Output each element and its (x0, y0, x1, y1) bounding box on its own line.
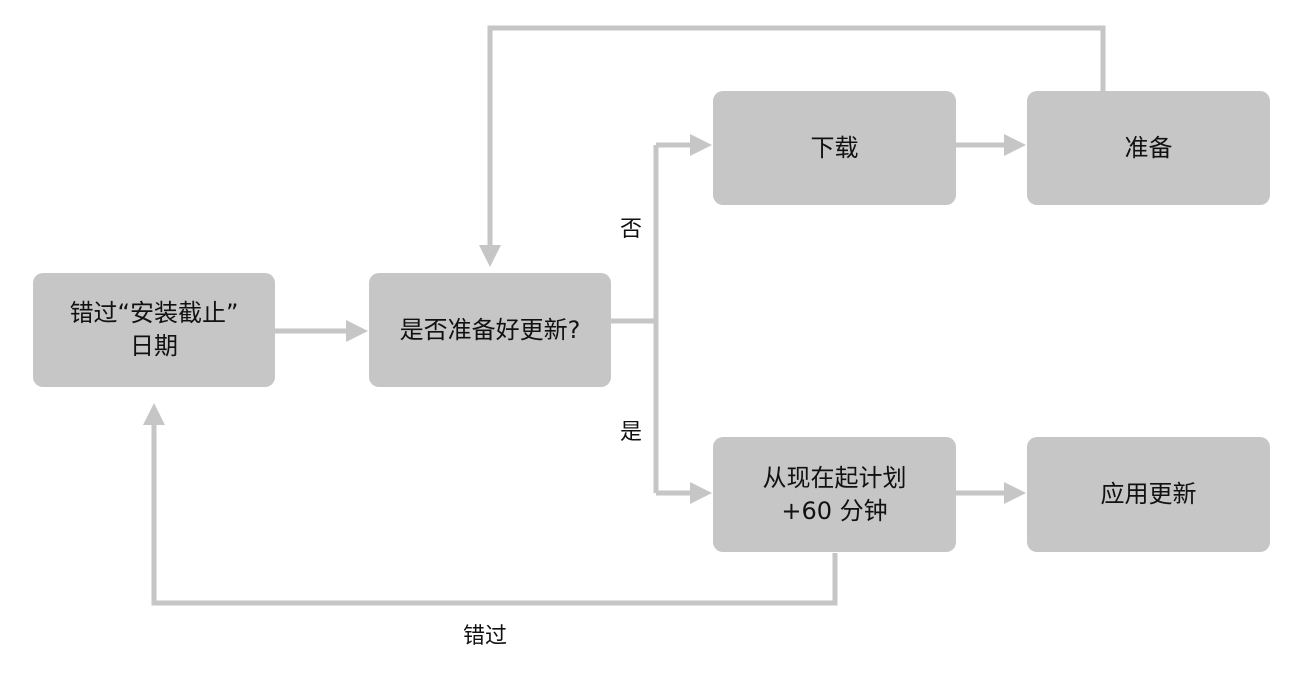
node-prepare-label: 准备 (1124, 133, 1173, 162)
node-schedule-line-2: +60 分钟 (781, 496, 888, 525)
arrowhead-to-schedule (690, 482, 712, 504)
arrowhead-to-ready (346, 320, 368, 342)
connector-prepare-loop (487, 25, 1106, 249)
node-download: 下载 (713, 91, 956, 205)
arrowhead-to-prepare (1004, 134, 1026, 156)
node-schedule: 从现在起计划 +60 分钟 (713, 437, 956, 552)
node-apply-update-label: 应用更新 (1100, 480, 1197, 508)
node-ready-check: 是否准备好更新? (369, 273, 611, 387)
connector-missed-loop (151, 423, 838, 606)
edge-label-yes: 是 (620, 420, 643, 445)
node-ready-check-label: 是否准备好更新? (399, 315, 581, 344)
edge-label-no: 否 (620, 217, 643, 242)
node-missed-deadline-line-1: 错过“安装截止” (69, 299, 239, 327)
node-apply-update: 应用更新 (1027, 437, 1270, 552)
node-prepare: 准备 (1027, 91, 1270, 205)
node-missed-deadline-line-2: 日期 (130, 332, 178, 360)
node-missed-deadline: 错过“安装截止” 日期 (33, 273, 275, 387)
arrowhead-to-apply (1004, 482, 1026, 504)
node-schedule-line-1: 从现在起计划 (762, 463, 907, 492)
node-download-label: 下载 (810, 133, 859, 162)
arrowhead-loop-to-ready (479, 245, 501, 267)
arrowhead-loop-to-missed (143, 403, 165, 425)
edge-label-missed: 错过 (463, 624, 508, 649)
arrowhead-to-download (690, 134, 712, 156)
